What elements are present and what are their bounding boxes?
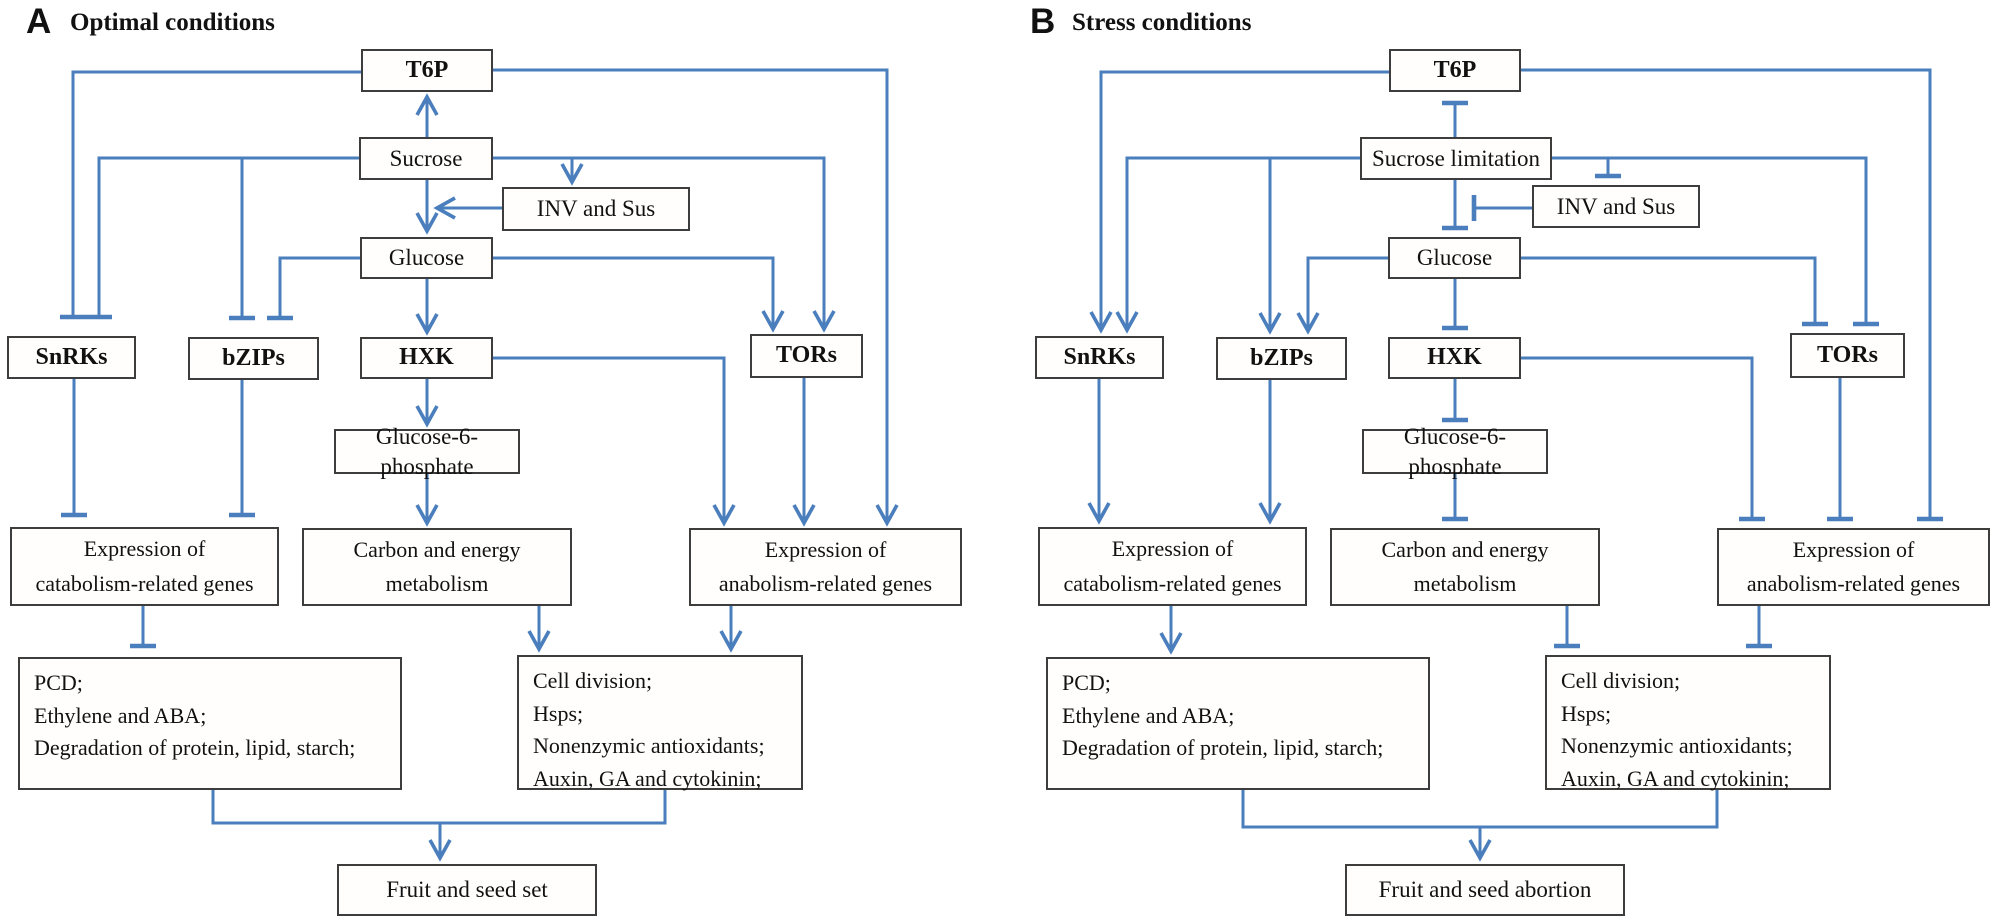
node-b-glucose-6-phosphate: Glucose-6-phosphate (1362, 424, 1548, 479)
edge-b-merge-connector (1241, 790, 1719, 829)
node-a-tors: TORs (750, 334, 863, 378)
node-a-t6p: T6P (361, 49, 493, 92)
node-a-anabolism-outputs: Cell division; Hsps; Nonenzymic antioxid… (517, 655, 803, 791)
node-b-hxk: HXK (1388, 337, 1521, 379)
node-a-hxk: HXK (360, 337, 493, 379)
node-b-catabolism-genes: Expression of catabolism-related genes (1038, 527, 1307, 606)
node-a-anabolism-genes: Expression of anabolism-related genes (689, 528, 962, 606)
edge-b-t6p-activates-snrks (1089, 70, 1389, 334)
panel-b-title: Stress conditions (1072, 9, 1252, 36)
panel-b-letter: B (1030, 2, 1056, 41)
node-a-inv-and-sus: INV and Sus (502, 187, 690, 231)
panel-a-title: Optimal conditions (70, 9, 275, 36)
node-b-catabolism-outputs: PCD; Ethylene and ABA; Degradation of pr… (1046, 657, 1430, 790)
edge-b-glucose-inhibits-tors (1521, 256, 1828, 327)
edge-b-hxk-inhibits-anabolism (1521, 356, 1765, 522)
edge-a-sucrose-activates-tors (493, 156, 836, 333)
edge-b-sucroselimitation-inhibits-tors (1552, 156, 1879, 327)
node-a-carbon-energy-metabolism: Carbon and energy metabolism (302, 528, 572, 606)
panel-a-letter: A (26, 2, 52, 41)
edge-a-glucose-activates-tors (493, 256, 785, 333)
node-a-bzips: bZIPs (188, 337, 319, 380)
node-b-sucrose-limitation: Sucrose limitation (1360, 137, 1552, 180)
node-a-sucrose: Sucrose (359, 137, 493, 180)
node-b-glucose: Glucose (1388, 237, 1521, 279)
edge-a-hxk-activates-anabolism (493, 356, 736, 527)
node-b-t6p: T6P (1389, 49, 1521, 92)
node-b-fruit-and-seed-abortion: Fruit and seed abortion (1345, 864, 1625, 916)
edge-b-t6p-inhibits-anabolism (1521, 68, 1943, 522)
node-a-catabolism-outputs: PCD; Ethylene and ABA; Degradation of pr… (18, 657, 402, 790)
node-b-tors: TORs (1790, 333, 1905, 378)
node-b-bzips: bZIPs (1216, 337, 1347, 380)
node-a-catabolism-genes: Expression of catabolism-related genes (10, 527, 279, 606)
node-b-inv-and-sus: INV and Sus (1532, 185, 1700, 228)
edge-a-t6p-activates-anabolism (493, 68, 899, 527)
node-a-glucose-6-phosphate: Glucose-6-phosphate (334, 424, 520, 479)
node-a-glucose: Glucose (360, 237, 493, 279)
node-b-carbon-energy-metabolism: Carbon and energy metabolism (1330, 528, 1600, 606)
edge-a-sucrose-inhibits-snrks (86, 156, 359, 320)
node-a-fruit-and-seed-set: Fruit and seed set (337, 864, 597, 916)
edge-b-sucroselimitation-activates-snrks (1115, 156, 1360, 334)
edge-b-glucose-activates-bzips (1296, 256, 1388, 335)
node-b-anabolism-outputs: Cell division; Hsps; Nonenzymic antioxid… (1545, 655, 1831, 791)
node-b-snrks: SnRKs (1035, 336, 1164, 379)
node-b-anabolism-genes: Expression of anabolism-related genes (1717, 528, 1990, 606)
node-a-snrks: SnRKs (7, 336, 136, 379)
edge-a-t6p-inhibits-snrks (60, 70, 361, 320)
edge-a-glucose-inhibits-bzips (267, 256, 360, 321)
